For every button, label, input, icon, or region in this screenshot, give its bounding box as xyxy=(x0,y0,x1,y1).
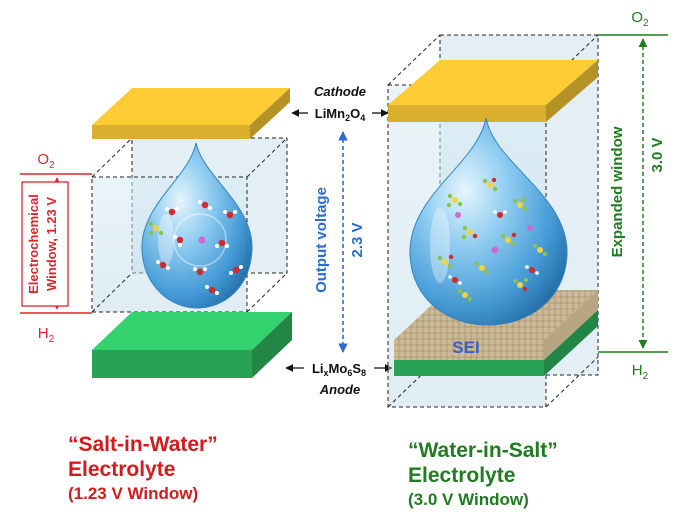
water-molecule xyxy=(173,235,184,247)
left-window-label-2: Window, 1.23 V xyxy=(44,197,59,291)
left-window-box xyxy=(21,181,69,307)
salt-cluster xyxy=(446,193,463,208)
salt-cluster xyxy=(437,254,454,269)
salt-cluster xyxy=(482,177,498,192)
left-molecules xyxy=(148,200,243,295)
salt-cluster xyxy=(512,197,528,212)
water-molecule xyxy=(493,210,507,218)
water-molecule xyxy=(448,275,462,285)
right-cathode-top xyxy=(388,60,598,105)
left-caption-title: “Salt-in-Water” xyxy=(68,433,218,456)
salt-cluster xyxy=(512,277,529,292)
water-molecule xyxy=(165,207,179,216)
water-molecule xyxy=(525,265,539,275)
left-anode-front xyxy=(92,350,252,378)
right-cathode-plate xyxy=(388,60,598,122)
water-molecule xyxy=(215,239,229,248)
output-voltage-value: 2.3 V xyxy=(349,222,366,257)
left-o2-label: O2 xyxy=(37,151,55,171)
right-water-drop xyxy=(409,117,568,326)
left-cathode-side xyxy=(250,88,290,139)
right-label-bg-2 xyxy=(648,120,666,190)
right-anode-front xyxy=(394,360,544,376)
water-molecule xyxy=(156,260,170,270)
salt-cluster xyxy=(457,288,473,302)
left-cell xyxy=(91,88,292,378)
left-window-label-1: Electrochemical xyxy=(26,194,41,294)
center-labels: Cathode LiMn2O4 Output voltage 2.3 V Lix… xyxy=(285,84,393,397)
lithium-ion xyxy=(527,225,533,231)
water-molecule xyxy=(198,200,212,210)
left-anode-plate xyxy=(92,312,292,378)
right-label-bg-1 xyxy=(610,120,624,260)
water-molecule xyxy=(205,285,219,295)
right-o2-label: O2 xyxy=(631,9,649,29)
expanded-window-label: Expanded window xyxy=(609,126,626,257)
right-anode-side xyxy=(544,310,598,376)
left-cathode-plate xyxy=(92,88,290,139)
output-voltage-label: Output voltage xyxy=(313,187,330,293)
salt-cluster xyxy=(148,221,164,236)
right-caption-window: (3.0 V Window) xyxy=(408,490,529,509)
right-cathode-side xyxy=(546,60,598,122)
right-caption-subtitle: Electrolyte xyxy=(408,464,516,487)
left-window-indicator: O2 H2 Electrochemical Window, 1.23 V xyxy=(20,151,92,345)
salt-cluster xyxy=(461,225,478,240)
left-cube-edges xyxy=(91,137,288,313)
left-anode-top xyxy=(92,312,292,350)
left-caption: “Salt-in-Water” Electrolyte (1.23 V Wind… xyxy=(68,432,218,506)
water-molecule xyxy=(229,265,243,275)
right-molecules xyxy=(437,177,548,302)
left-cathode-front xyxy=(92,125,250,139)
right-cathode-front xyxy=(388,105,546,122)
left-drop-highlight xyxy=(158,214,174,266)
cathode-label: Cathode xyxy=(314,84,366,99)
expanded-window-value: 3.0 V xyxy=(649,137,666,172)
lithium-ion xyxy=(491,246,499,254)
lithium-ion xyxy=(198,236,206,244)
right-anode-plate xyxy=(394,310,598,376)
left-cathode-top xyxy=(92,88,290,125)
left-caption-window: (1.23 V Window) xyxy=(68,484,199,503)
left-drop-ring xyxy=(173,213,227,267)
lithium-ion xyxy=(455,212,461,218)
right-sei-front xyxy=(394,340,544,360)
left-h2-label: H2 xyxy=(38,325,55,345)
right-drop-highlight xyxy=(430,207,450,283)
right-caption: “Water-in-Salt” Electrolyte (3.0 V Windo… xyxy=(408,438,558,512)
right-caption-title: “Water-in-Salt” xyxy=(408,439,558,462)
water-molecule xyxy=(223,210,237,219)
right-h2-label: H2 xyxy=(632,362,649,382)
salt-cluster xyxy=(500,232,517,247)
water-molecule xyxy=(193,267,207,276)
right-sei-side xyxy=(544,290,598,360)
salt-cluster xyxy=(474,261,490,275)
sei-label: SEI xyxy=(452,338,479,357)
salt-cluster xyxy=(532,243,548,257)
right-window-indicator: O2 H2 Expanded window 3.0 V xyxy=(598,9,668,382)
right-cell: SEI xyxy=(387,34,599,408)
cathode-formula: LiMn2O4 xyxy=(315,106,365,123)
left-anode-side xyxy=(252,312,292,378)
anode-formula: LixMo6S8 xyxy=(312,361,366,378)
left-caption-subtitle: Electrolyte xyxy=(68,458,176,481)
anode-label: Anode xyxy=(319,382,360,397)
